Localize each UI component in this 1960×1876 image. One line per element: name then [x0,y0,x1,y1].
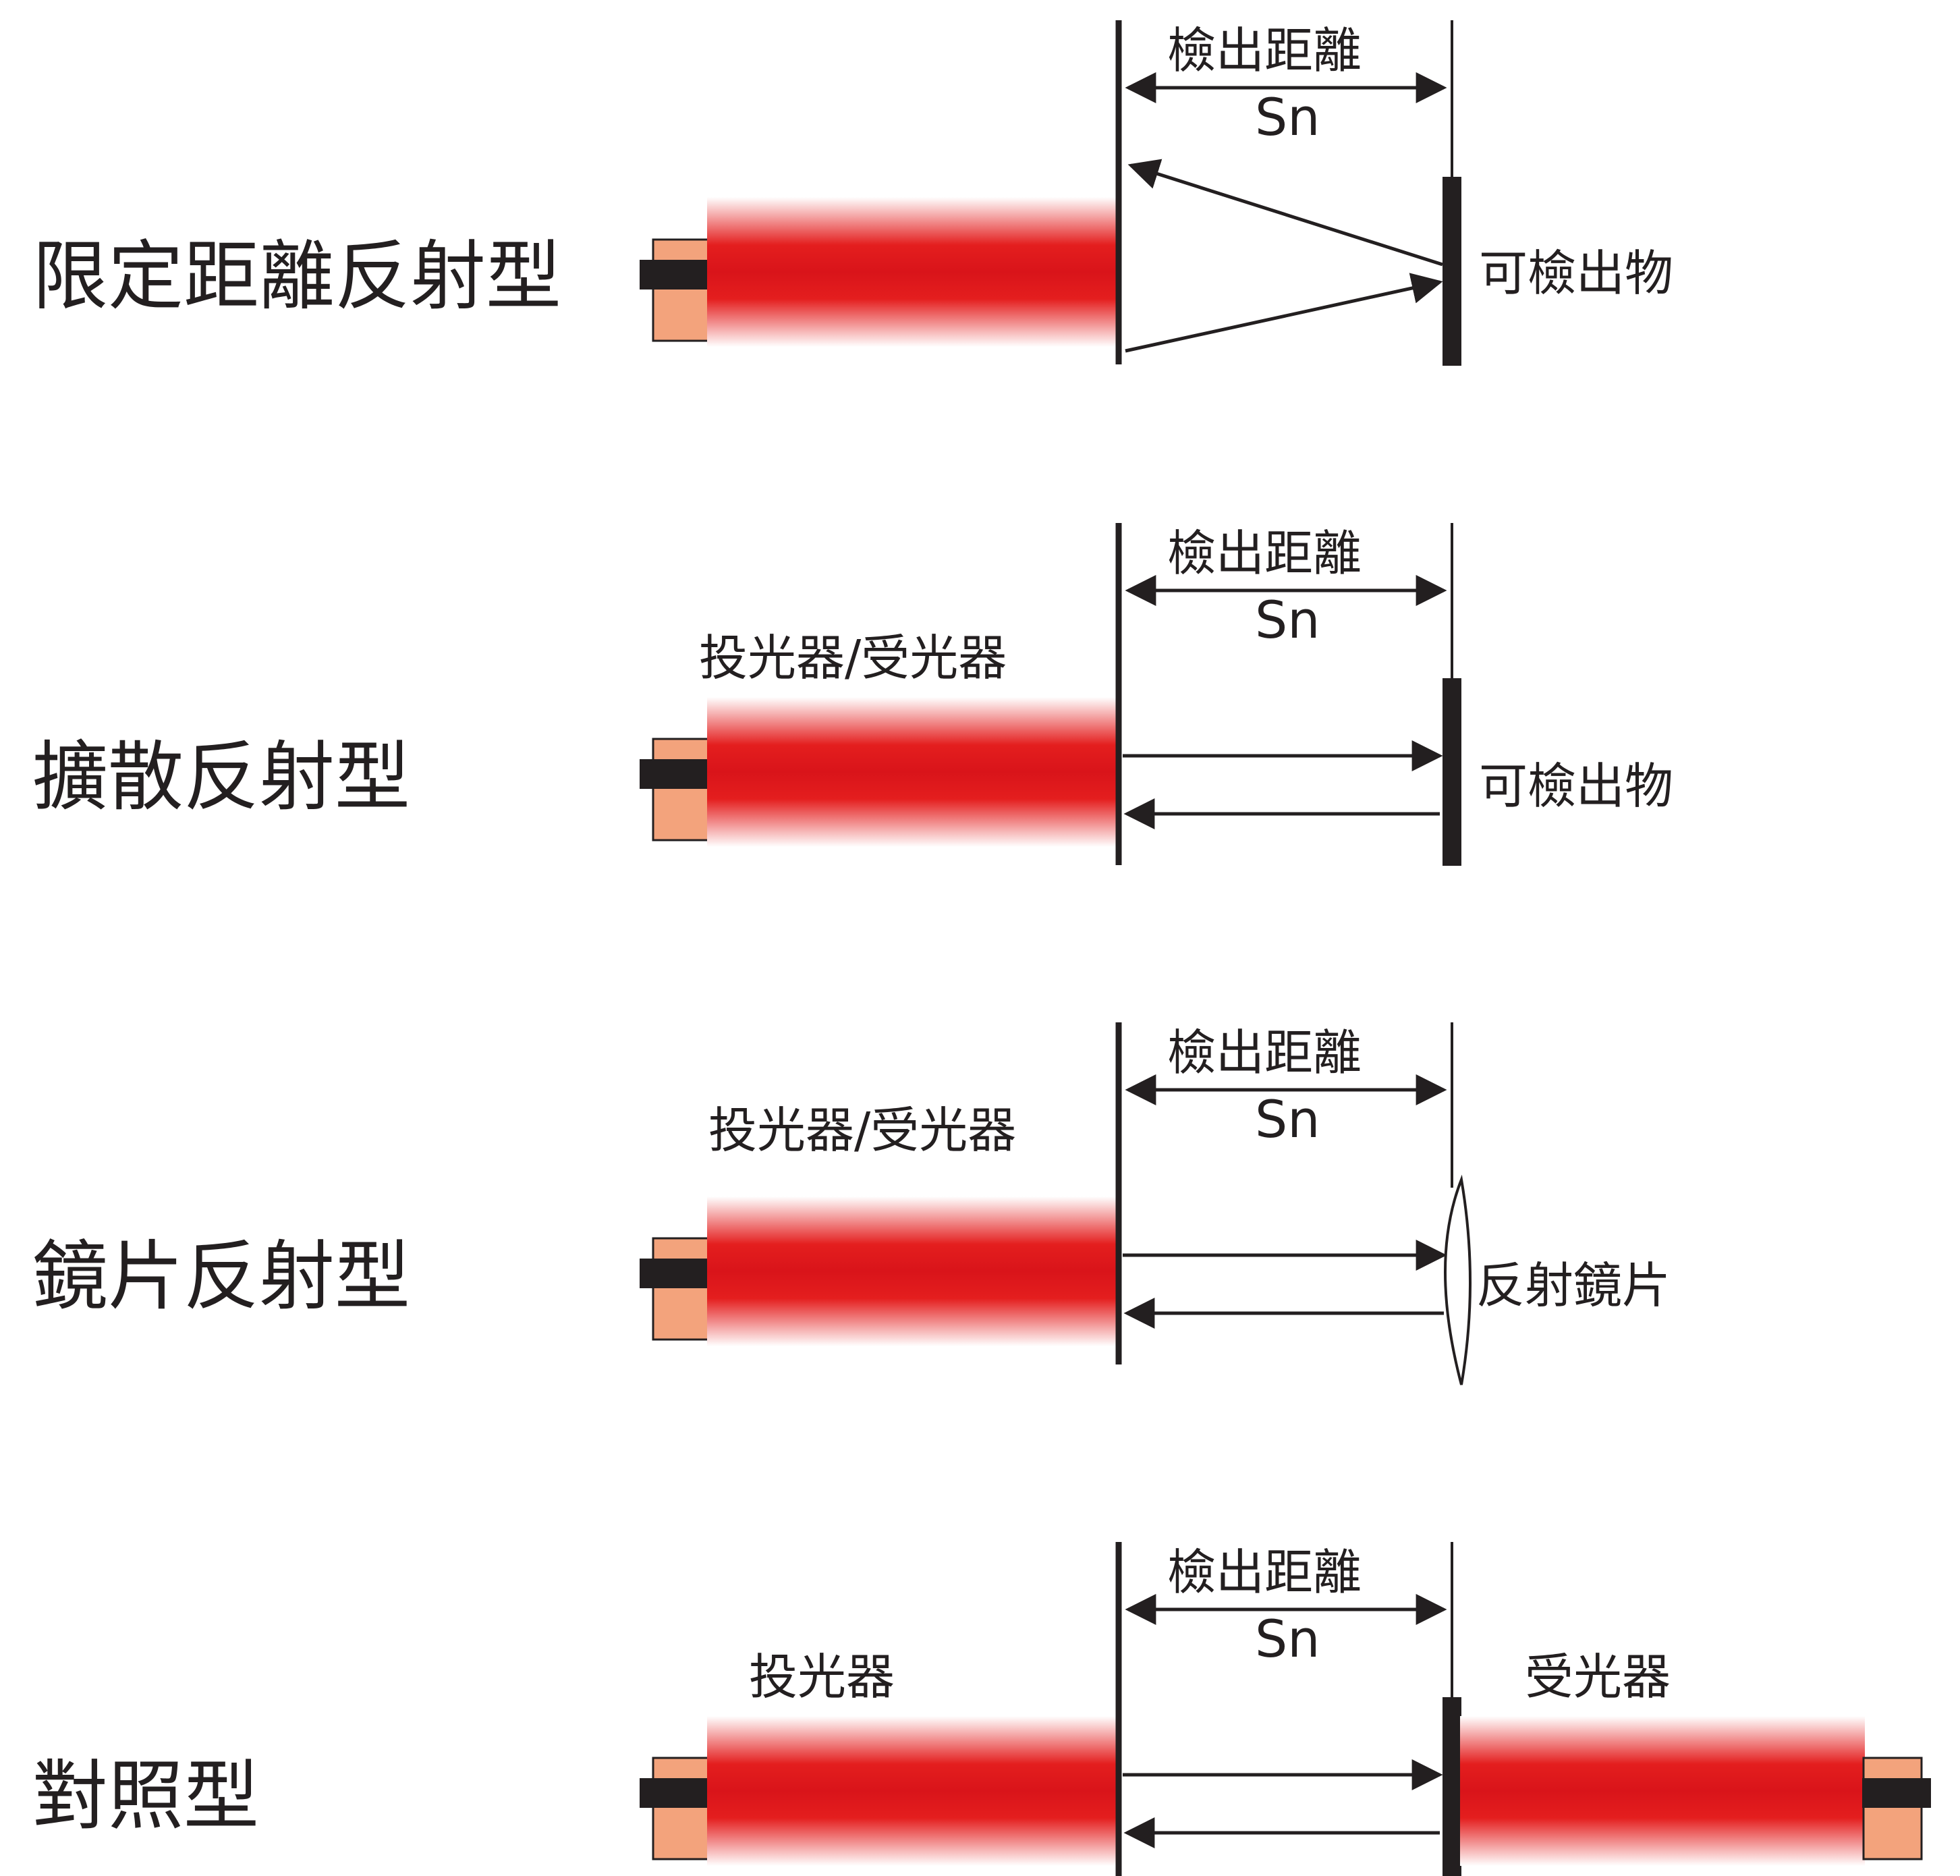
section-title: 鏡片反射型 [32,1233,410,1321]
section-title: 擴散反射型 [32,734,410,821]
reflector-lens-icon [1444,1174,1472,1385]
sensor-cap [652,1237,712,1341]
target-object [1443,678,1461,866]
emitter-label: 投光器 [749,1649,895,1705]
distance-symbol: Sn [1255,87,1320,147]
sensor-connector [640,1778,708,1808]
distance-label: 檢出距離 [1167,1544,1362,1601]
sensor-body [707,697,1120,847]
beam-reflected [1127,159,1443,267]
section-diffuse-reflection: 擴散反射型 投光器/受光器 檢出距離 Sn 可檢出物 [32,523,1673,866]
distance-symbol: Sn [1255,590,1320,650]
target-label: 可檢出物 [1479,245,1673,302]
section-title: 限定距離反射型 [32,233,561,321]
sensor-body [1460,1716,1865,1866]
emitter-unit [640,1716,1120,1866]
receiver-label: 受光器 [1525,1649,1671,1705]
sensor-cap [1862,1757,1923,1860]
target-label: 可檢出物 [1479,758,1673,815]
receiver-face [1443,1697,1461,1876]
distance-label: 檢出距離 [1167,1024,1362,1081]
sensor-connector [640,759,708,789]
sensor-label: 投光器/受光器 [708,1102,1016,1159]
beam-emitted [1125,273,1443,353]
distance-label: 檢出距離 [1167,22,1362,79]
target-object [1443,177,1461,366]
receiver-unit [1460,1716,1931,1866]
sensor-connector [640,260,708,289]
sensor-body [707,1716,1120,1866]
distance-label: 檢出距離 [1167,525,1362,582]
distance-symbol: Sn [1255,1609,1320,1669]
sensor-connector [1862,1778,1931,1808]
target-label: 反射鏡片 [1476,1257,1671,1314]
sensor-cap [652,238,712,342]
section-title: 對照型 [32,1753,259,1840]
sensor-cap [652,1757,712,1860]
sensor-label: 投光器/受光器 [699,630,1007,686]
sensor-emitter-receiver [640,197,1120,347]
section-through-beam: 對照型 投光器 受光器 檢出距離 Sn [32,1542,1931,1876]
sensor-emitter-receiver [640,1196,1120,1346]
section-mirror-reflection: 鏡片反射型 投光器/受光器 檢出距離 Sn 反射鏡片 [32,1022,1671,1385]
sensor-body [707,1196,1120,1346]
sensor-body [707,197,1120,347]
section-limited-distance: 限定距離反射型 檢出距離 Sn 可檢出物 [32,20,1673,366]
distance-symbol: Sn [1255,1089,1320,1149]
sensor-cap [652,738,712,842]
sensor-connector [640,1259,708,1288]
sensor-emitter-receiver [640,697,1120,847]
